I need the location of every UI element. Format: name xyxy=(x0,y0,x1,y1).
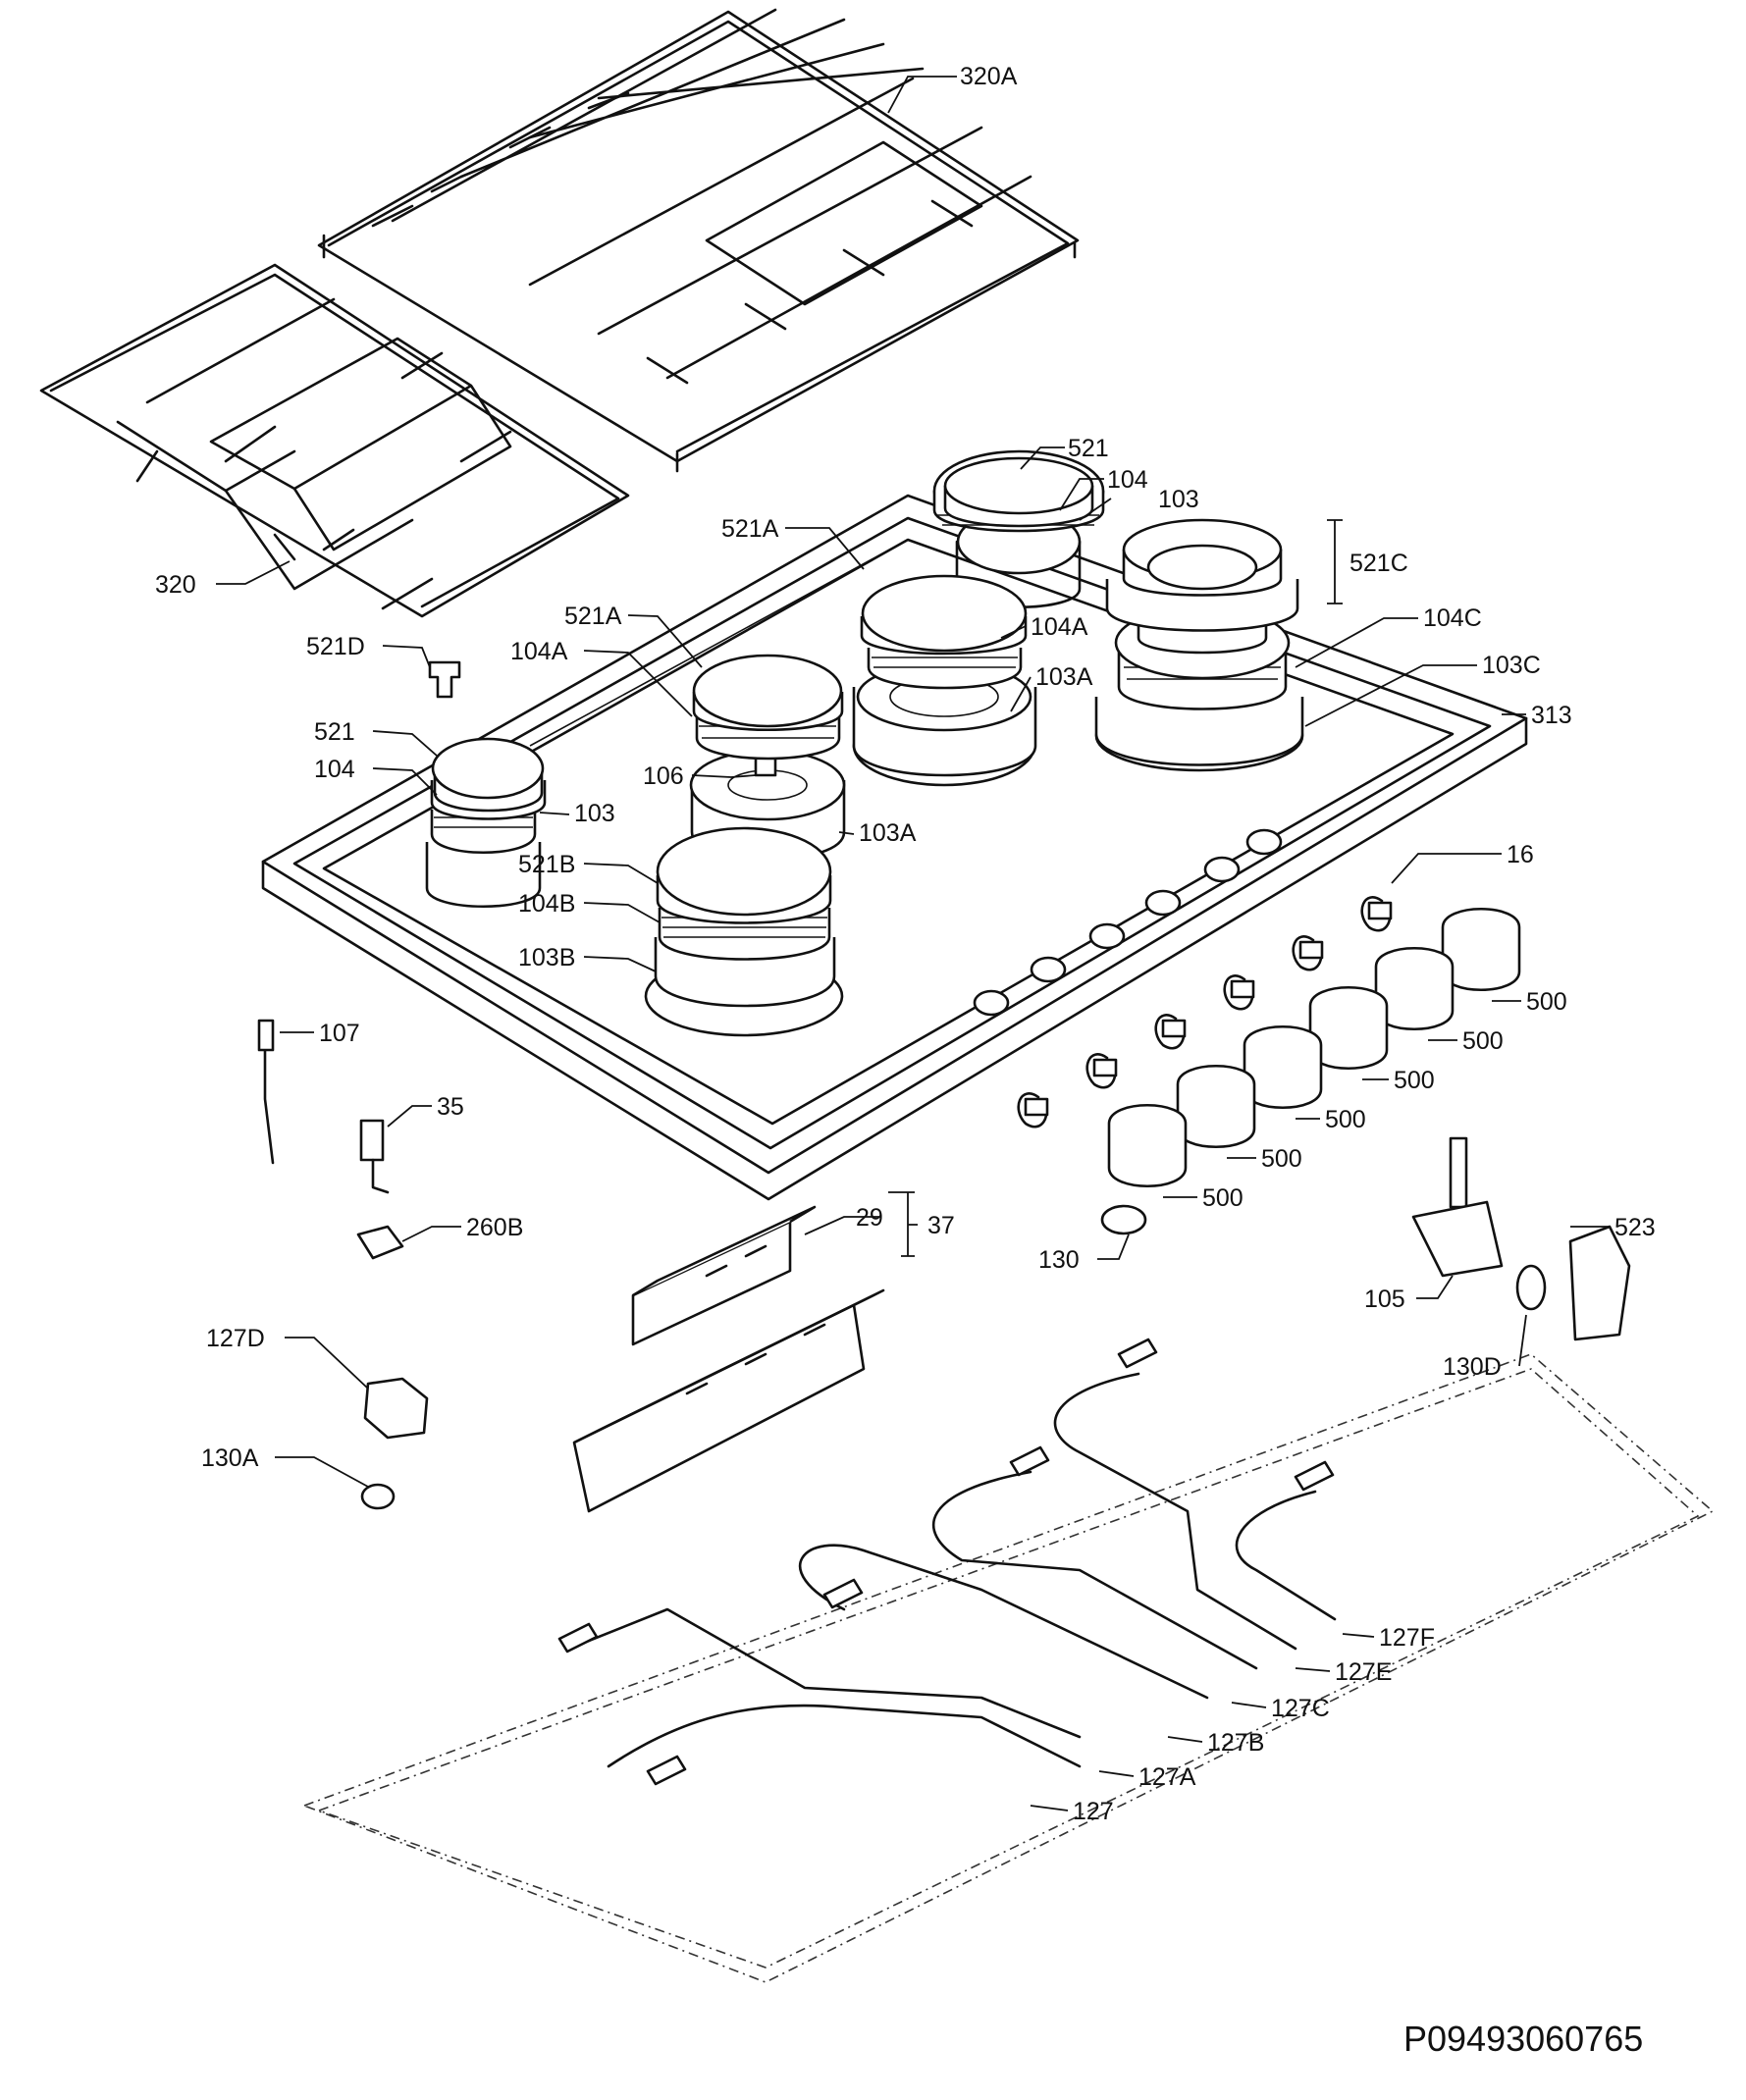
control-knobs xyxy=(1107,907,1521,1188)
label-500-6: 500 xyxy=(1202,1184,1243,1212)
label-16: 16 xyxy=(1507,841,1534,868)
label-35: 35 xyxy=(437,1093,464,1121)
label-500-1: 500 xyxy=(1526,988,1567,1016)
label-104C: 104C xyxy=(1423,604,1482,632)
label-103B: 103B xyxy=(518,944,575,971)
label-521C: 521C xyxy=(1349,550,1408,577)
burner-front-semi xyxy=(689,654,846,862)
pan-support-320 xyxy=(39,263,630,618)
label-104-top: 104 xyxy=(1107,466,1148,494)
knob-holes xyxy=(973,828,1283,1017)
elbow-127D xyxy=(363,1377,429,1440)
burner-rear-semi xyxy=(852,574,1037,787)
label-500-4: 500 xyxy=(1325,1106,1366,1133)
ignition-generator-29 xyxy=(631,1205,817,1346)
ignition-electrodes xyxy=(1017,896,1393,1129)
label-521A-left: 521A xyxy=(564,603,622,630)
leader-lines xyxy=(216,76,1610,1811)
label-521-left: 521 xyxy=(314,718,355,746)
label-103A-mid: 103A xyxy=(1035,663,1093,691)
label-104B: 104B xyxy=(518,890,575,918)
label-103A-left: 103A xyxy=(859,819,917,847)
label-37: 37 xyxy=(927,1212,955,1239)
label-104A-left: 104A xyxy=(510,638,568,665)
label-521A-mid: 521A xyxy=(721,515,779,543)
pan-support-320A xyxy=(317,8,1080,473)
drawing-code: P09493060765 xyxy=(1403,2019,1643,2059)
label-313: 313 xyxy=(1531,702,1572,729)
label-260B: 260B xyxy=(466,1214,523,1241)
burner-front-rapid xyxy=(644,826,844,1037)
clamp-523 xyxy=(1568,1225,1631,1341)
label-105: 105 xyxy=(1364,1286,1405,1313)
label-130A: 130A xyxy=(201,1444,259,1472)
gas-valve-105 xyxy=(1411,1136,1504,1278)
label-106: 106 xyxy=(643,762,684,790)
label-127B: 127B xyxy=(1207,1729,1264,1757)
label-127D: 127D xyxy=(206,1325,265,1352)
screw-521D xyxy=(428,660,461,699)
label-104-left: 104 xyxy=(314,756,355,783)
label-103-top: 103 xyxy=(1158,486,1199,513)
label-320: 320 xyxy=(155,571,196,599)
label-104A-mid: 104A xyxy=(1031,613,1088,641)
label-521-top: 521 xyxy=(1068,435,1109,462)
thermocouple-107 xyxy=(257,1019,275,1165)
gas-pipes xyxy=(557,1338,1337,1786)
label-127A: 127A xyxy=(1138,1763,1196,1791)
label-521D: 521D xyxy=(306,633,365,660)
burner-front-small xyxy=(425,737,547,908)
clip-260B xyxy=(356,1225,404,1260)
valve-seal-130D xyxy=(1515,1264,1547,1311)
label-500-3: 500 xyxy=(1394,1067,1435,1094)
label-130: 130 xyxy=(1038,1246,1080,1274)
burner-rear-small xyxy=(932,449,1105,609)
label-127E: 127E xyxy=(1335,1658,1392,1686)
label-29: 29 xyxy=(856,1204,883,1232)
label-521B: 521B xyxy=(518,851,575,878)
label-103C: 103C xyxy=(1482,652,1541,679)
seal-130A xyxy=(360,1483,396,1510)
label-130D: 130D xyxy=(1443,1353,1502,1381)
base-tray xyxy=(301,1353,1715,1983)
burner-wok xyxy=(1094,518,1304,772)
label-107: 107 xyxy=(319,1020,360,1047)
spark-plug-35 xyxy=(359,1119,390,1194)
seal-130 xyxy=(1100,1204,1147,1235)
label-500-2: 500 xyxy=(1462,1027,1504,1055)
label-127: 127 xyxy=(1073,1798,1114,1825)
label-320A: 320A xyxy=(960,63,1018,90)
hob-top-313 xyxy=(261,494,1528,1201)
label-500-5: 500 xyxy=(1261,1145,1302,1173)
label-127F: 127F xyxy=(1379,1624,1435,1652)
label-127C: 127C xyxy=(1271,1695,1330,1722)
label-103-left: 103 xyxy=(574,800,615,827)
ignition-generator-37 xyxy=(572,1288,885,1513)
part-labels: 320A 320 521 104 103 521C 521A 104C 104A… xyxy=(155,63,1656,2059)
label-523: 523 xyxy=(1614,1214,1656,1241)
